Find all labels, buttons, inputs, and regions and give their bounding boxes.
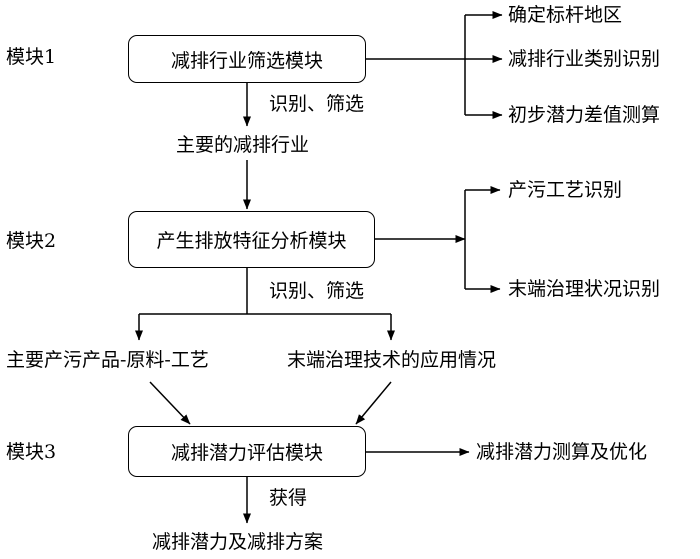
m1-output-1: 确定标杆地区: [508, 4, 623, 26]
step-2-label: 识别、筛选: [269, 280, 365, 302]
module-3-label: 模块3: [6, 441, 57, 463]
step-1-label: 识别、筛选: [269, 93, 365, 115]
arrow-left-branch-to-m3: [149, 381, 191, 425]
m1-output-2: 减排行业类别识别: [508, 48, 661, 70]
module-3-box: 减排潜力评估模块: [128, 426, 366, 477]
m3-output-1: 减排潜力测算及优化: [476, 441, 648, 463]
module-2-box: 产生排放特征分析模块: [128, 211, 375, 268]
step-3-label: 获得: [269, 487, 308, 509]
module-2-label: 模块2: [6, 230, 57, 252]
right-branch-text: 末端治理技术的应用情况: [287, 349, 497, 371]
m2-output-1: 产污工艺识别: [508, 179, 623, 201]
left-branch-text: 主要产污产品-原料-工艺: [6, 349, 209, 371]
final-result-text: 减排潜力及减排方案: [152, 531, 324, 553]
module-1-box: 减排行业筛选模块: [128, 35, 366, 83]
result-1-text: 主要的减排行业: [176, 134, 310, 156]
m1-output-3: 初步潜力差值测算: [508, 104, 661, 126]
m2-output-2: 末端治理状况识别: [508, 278, 661, 300]
arrow-right-branch-to-m3: [355, 381, 392, 425]
module-1-label: 模块1: [6, 46, 57, 68]
